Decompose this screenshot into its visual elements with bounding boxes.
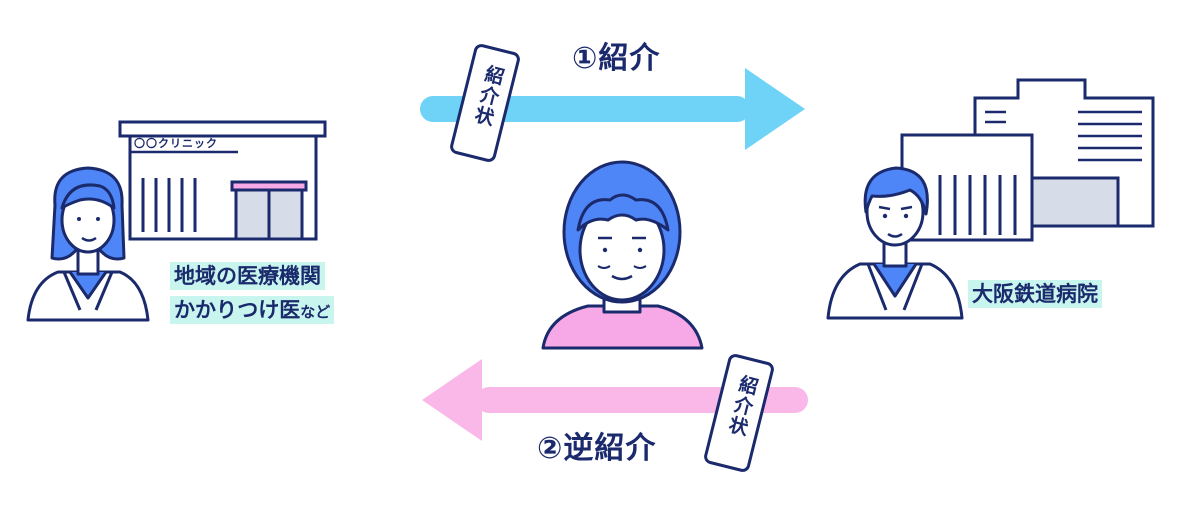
clinic-label-line1-text: 地域の医療機関 <box>170 262 325 290</box>
clinic-label-suffix: など <box>300 303 331 321</box>
hospital-doctor <box>826 166 964 320</box>
referral-letter-top <box>450 44 520 162</box>
hospital-building <box>900 78 1155 242</box>
hospital-label: 大阪鉄道病院 <box>968 280 1102 308</box>
clinic-label-line1: 地域の医療機関 <box>170 262 325 290</box>
clinic-doctor <box>26 166 150 322</box>
clinic-building <box>118 120 327 241</box>
clinic-label-line2: かかりつけ医など <box>170 296 335 324</box>
referral-letter-bottom <box>704 354 774 472</box>
clinic-label-main: かかりつけ医 <box>174 298 301 322</box>
clinic-sign: 〇〇クリニック <box>134 137 218 150</box>
reverse-referral-label: ②逆紹介 <box>537 431 657 466</box>
hospital-label-text: 大阪鉄道病院 <box>968 280 1102 308</box>
clinic-label-line2-text: かかりつけ医など <box>170 296 335 324</box>
referral-label: ①紹介 <box>572 41 661 76</box>
patient <box>541 160 704 350</box>
